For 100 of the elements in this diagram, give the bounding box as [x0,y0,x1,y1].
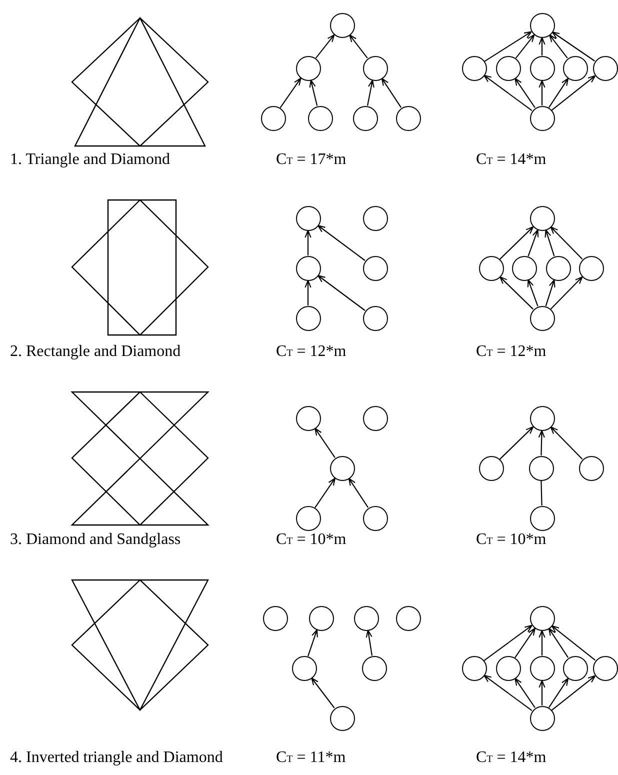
circle-node [562,56,588,80]
circle-node [530,306,554,330]
arrow [548,78,569,108]
circle-node [530,656,554,680]
arrow [528,229,539,256]
arrow [548,628,569,658]
arrow [304,280,312,306]
circle-node [592,656,618,680]
circle-node [530,406,554,430]
circle-node [296,56,320,80]
circle-node [296,406,320,430]
arrow [317,224,366,261]
arrow [550,426,583,460]
circle-node [296,306,320,330]
arrow [500,226,534,260]
arrow [538,680,546,706]
arrow [309,80,318,106]
circle-node [592,56,618,80]
circle-node [530,206,554,230]
circle-node [562,656,588,680]
circle-node [352,106,378,130]
arrow [552,31,596,62]
figure-caption: 1. Triangle and Diamond [10,151,170,169]
arrow [484,31,532,62]
circle-node [362,506,388,530]
arrow [315,34,335,59]
circle-node [396,606,420,630]
circle-node [462,656,486,680]
circle-node [362,406,388,430]
circle-node [362,56,388,80]
figure-caption: 4. Inverted triangle and Diamond [10,749,223,767]
connector-line [540,480,542,506]
circle-node [478,256,504,280]
circle-node [530,506,554,530]
arrow [314,478,336,508]
circle-node [478,456,504,480]
circle-node [262,606,288,630]
arrow [307,629,318,656]
arrow [317,274,366,311]
circle-node [362,306,388,330]
circle-node [530,12,554,38]
arrow [551,675,596,711]
arrow [348,478,369,508]
circle-node [496,656,520,680]
figure-caption: 2. Rectangle and Diamond [10,343,181,361]
arrow [349,34,368,58]
arrow [484,624,532,662]
circle-node [362,256,388,280]
circle-node [308,106,332,130]
circle-node [330,12,354,38]
arrow [514,678,536,708]
arrow [538,36,546,56]
circle-node [496,56,520,80]
figure-caption: 3. Diamond and Sandglass [10,531,181,549]
arrow [484,674,532,712]
arrow [311,677,335,708]
circle-node [578,456,604,480]
arrow [538,430,545,456]
circle-node [308,606,334,630]
circle-node [330,706,354,730]
circle-node [530,606,554,630]
circle-node [296,206,320,230]
arrow [484,74,532,112]
circle-node [530,106,554,130]
circle-node [292,656,316,680]
circle-node [530,56,554,80]
circle-node [362,206,388,230]
arrow [544,229,555,256]
circle-node [578,256,604,280]
circle-node [260,106,286,130]
arrow [514,78,536,108]
circle-node [528,456,554,480]
arrow [550,276,583,310]
arrow [304,230,312,256]
circle-node [530,706,554,730]
arrow [499,276,534,310]
circle-node [354,606,378,630]
arrow [366,630,373,656]
circle-node [512,256,536,280]
arrow [500,426,534,460]
circle-node [296,256,320,280]
arrow [514,628,536,658]
arrow [550,226,583,260]
arrow [538,80,546,106]
arrow [549,34,568,58]
circle-node [330,456,354,480]
arrow [366,80,374,106]
arrow [545,279,556,306]
circle-node [362,656,386,680]
arrow [280,78,302,108]
arrow [314,428,336,458]
arrow [381,78,402,108]
circle-node [546,256,570,280]
circle-node [396,106,420,130]
arrow [551,625,596,661]
arrow [548,678,569,708]
arrow [515,34,535,59]
arrow [527,279,538,306]
arrow [551,75,596,111]
arrow [538,630,546,656]
